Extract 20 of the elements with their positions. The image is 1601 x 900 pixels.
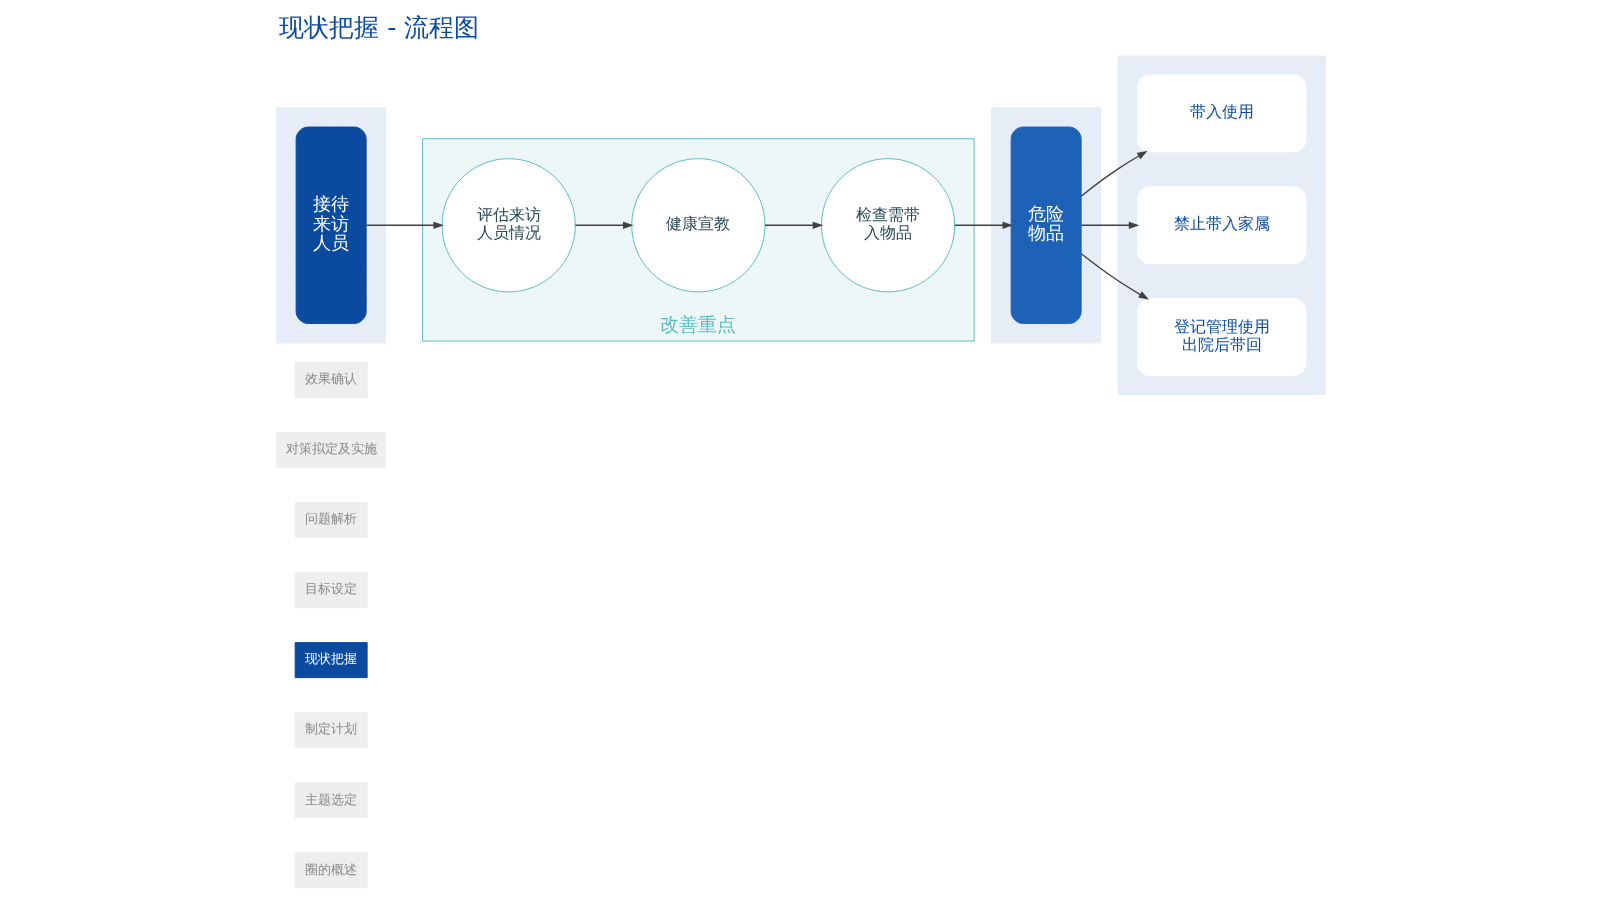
cluster: [990, 107, 1101, 344]
node-box: 登记管理使用出院后带回: [1136, 298, 1306, 377]
node-box: 接待来访人员: [295, 126, 367, 325]
cluster: [275, 107, 386, 344]
node-circle: 健康宣教: [630, 158, 765, 293]
arrow: [953, 221, 1013, 229]
arrow: [574, 221, 633, 229]
arrow: [1080, 221, 1139, 229]
node-box: 禁止带入家属: [1136, 186, 1306, 265]
arrow: [1080, 253, 1149, 300]
node-box: 带入使用: [1136, 74, 1306, 153]
node-circle: 评估来访人员情况: [441, 158, 576, 293]
cluster: [1117, 55, 1326, 396]
arrow: [1080, 150, 1148, 197]
arrow: [365, 221, 444, 229]
node-box: 现状把握: [294, 642, 368, 679]
arrow: [763, 221, 823, 229]
diagram-title: 现状把握 - 流程图: [278, 13, 479, 43]
node-box: 危险物品: [1010, 126, 1082, 325]
node-circle: 检查需带入物品: [820, 158, 955, 293]
